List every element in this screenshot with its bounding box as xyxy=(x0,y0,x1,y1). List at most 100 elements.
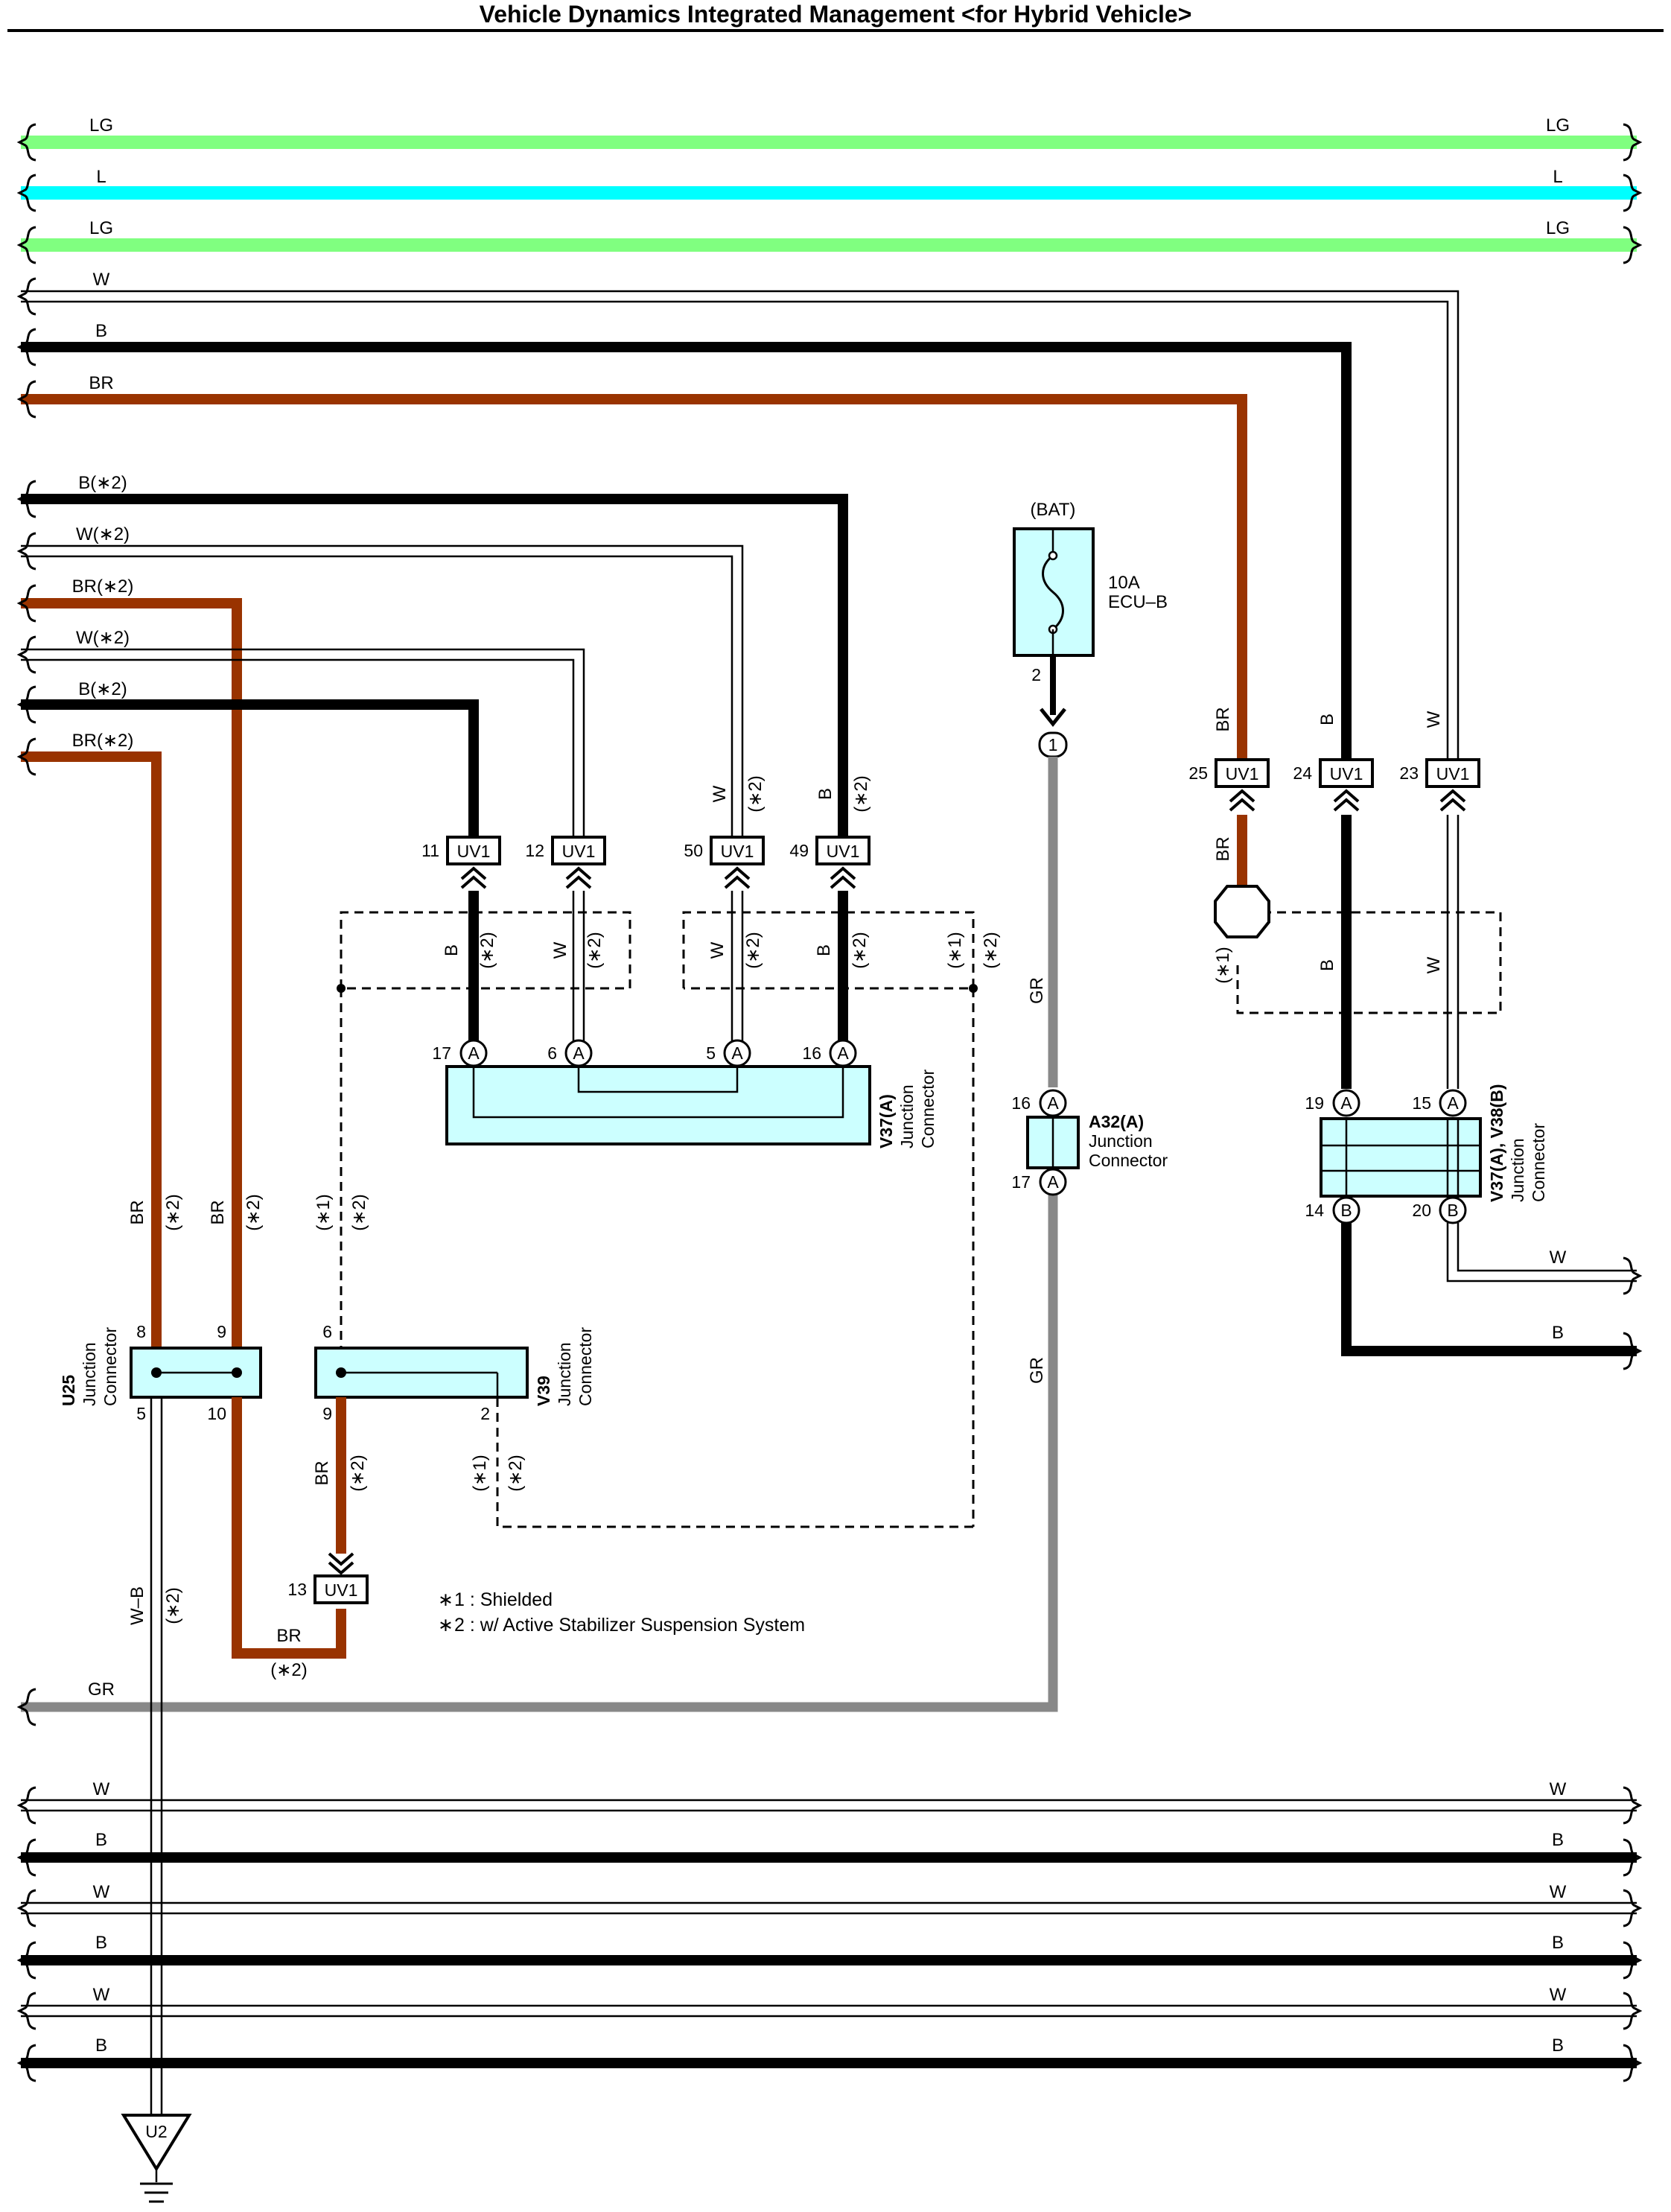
v37a-pin-16: A 16 xyxy=(802,1039,857,1067)
wire-w-top-a xyxy=(21,290,1460,784)
label-w-bot-1: W xyxy=(93,1779,110,1799)
label-l-left: L xyxy=(96,167,106,187)
label-lg-right-1: LG xyxy=(1546,115,1570,136)
wire-w-right-out-a xyxy=(1446,1223,1637,1283)
svg-text:A: A xyxy=(573,1043,585,1063)
label-w-v37-6: W xyxy=(550,941,570,959)
svg-text:UV1: UV1 xyxy=(325,1580,358,1600)
label-b-bot-r-3: B xyxy=(1552,2035,1564,2056)
uv1-pin-23: UV1 23 xyxy=(1399,758,1480,788)
ground-label: U2 xyxy=(145,2122,167,2141)
svg-text:15: 15 xyxy=(1412,1093,1431,1113)
svg-text:6: 6 xyxy=(322,1322,332,1341)
legend: ∗ 1 : Shielded ∗ 2 : w/ Active Stabilize… xyxy=(438,1589,805,1636)
fuse-ecu-b: (BAT) 10A ECU–B 2 1 xyxy=(1013,500,1168,758)
svg-text:UV1: UV1 xyxy=(457,842,491,861)
right-shielded-wires xyxy=(1214,815,1460,1089)
svg-text:16: 16 xyxy=(802,1043,821,1063)
label-s2-above-50: (∗2) xyxy=(745,775,766,812)
label-wb: W–B xyxy=(127,1586,147,1625)
uv1-pin-24: UV1 24 xyxy=(1293,758,1374,788)
uv1-pin-13: UV1 13 xyxy=(287,1574,369,1604)
page-title: Vehicle Dynamics Integrated Management <… xyxy=(480,1,1192,28)
svg-text:49: 49 xyxy=(789,841,809,860)
u25-junction-connector: 8 9 5 10 U25 Junction Connector xyxy=(59,1322,262,1423)
wire-br-s2-1 xyxy=(21,598,242,1361)
chevron-uv1-13 xyxy=(328,1552,354,1575)
svg-text:20: 20 xyxy=(1412,1201,1431,1220)
uv1-pin-25: UV1 25 xyxy=(1188,758,1270,788)
bottom-bus xyxy=(18,1786,1641,2082)
top-bus-brackets xyxy=(18,123,1641,419)
svg-text:9: 9 xyxy=(322,1404,332,1423)
wire-w-s2-2b xyxy=(21,658,575,849)
svg-text:2: 2 xyxy=(480,1404,490,1423)
svg-text:A: A xyxy=(1340,1093,1352,1113)
label-s2-v39-2: (∗2) xyxy=(506,1455,526,1491)
label-s2-wb: (∗2) xyxy=(163,1587,183,1624)
label-b-right-out: B xyxy=(1552,1323,1564,1343)
svg-text:UV1: UV1 xyxy=(1330,764,1363,784)
top-bus xyxy=(21,136,1637,784)
label-b-v37-17: B xyxy=(442,944,462,956)
label-s2-u25-9: (∗2) xyxy=(244,1194,264,1230)
svg-text:10: 10 xyxy=(207,1404,226,1423)
v37a-pin-17: A 17 xyxy=(432,1039,488,1067)
label-b-bot-r-1: B xyxy=(1552,1830,1564,1850)
label-br-left: BR xyxy=(89,373,113,393)
svg-text:UV1: UV1 xyxy=(562,842,596,861)
wire-b-s2-1 xyxy=(21,494,848,865)
stabilizer-wires xyxy=(18,480,848,1361)
wire-b-top xyxy=(21,342,1352,760)
v37a-pin-5: A 5 xyxy=(706,1039,751,1067)
label-w-v37-5: W xyxy=(707,941,728,959)
label-w-right-out: W xyxy=(1550,1248,1567,1268)
label-b-bot-2: B xyxy=(95,1933,107,1953)
v37a-desc-1: Junction xyxy=(897,1084,917,1148)
v37-v38-junction-connector: A 19 A 15 B 14 B 20 V37(A), V38(B) Junct… xyxy=(1305,1084,1548,1224)
label-gr-upper: GR xyxy=(1027,977,1047,1004)
svg-text:A: A xyxy=(731,1043,743,1063)
legend-text-1: 1 : Shielded xyxy=(454,1589,553,1610)
shield-boxes xyxy=(337,911,1502,1528)
fuse-pin: 2 xyxy=(1031,665,1041,684)
label-lg-left-2: LG xyxy=(89,218,113,238)
label-s1-v39: (∗1) xyxy=(313,1194,334,1230)
a32a-junction-connector: A 16 A 17 A32(A) Junction Connector xyxy=(1011,1089,1168,1196)
u25-id: U25 xyxy=(59,1375,78,1406)
wire-b-s2-2 xyxy=(21,699,479,865)
v39-junction-connector: 6 9 2 V39 Junction Connector xyxy=(314,1322,595,1423)
label-b-above-24: B xyxy=(1317,714,1337,725)
label-br-u25-9: BR xyxy=(208,1200,228,1224)
label-b-left: B xyxy=(95,321,107,341)
svg-text:A: A xyxy=(1447,1093,1459,1113)
label-b-bot-1: B xyxy=(95,1830,107,1850)
ground-u2: U2 xyxy=(121,2114,192,2203)
svg-text:A: A xyxy=(1047,1093,1059,1113)
svg-text:50: 50 xyxy=(684,841,703,860)
label-b-s2-1: B(∗2) xyxy=(78,473,127,493)
label-b-bot-r-2: B xyxy=(1552,1933,1564,1953)
fuse-rating: 10A xyxy=(1108,573,1140,593)
svg-text:UV1: UV1 xyxy=(721,842,754,861)
wire-w-right-out-b xyxy=(1457,1223,1637,1272)
svg-text:UV1: UV1 xyxy=(1436,764,1470,784)
label-s1-v39-2: (∗1) xyxy=(470,1455,490,1491)
wire-b-right-out xyxy=(1341,1223,1637,1356)
label-s2-shield: (∗2) xyxy=(981,932,1001,968)
svg-text:8: 8 xyxy=(136,1322,146,1341)
label-w-bot-r-2: W xyxy=(1550,1882,1567,1902)
svg-text:23: 23 xyxy=(1399,763,1419,783)
label-br-s2-1: BR(∗2) xyxy=(72,576,134,597)
wire-gr-2 xyxy=(21,1192,1058,1712)
label-w-above-23: W xyxy=(1424,711,1444,728)
svg-text:11: 11 xyxy=(421,841,439,860)
label-s2-v39-9: (∗2) xyxy=(348,1455,368,1491)
u25-desc-1: Junction xyxy=(80,1342,99,1406)
label-b-bot-3: B xyxy=(95,2035,107,2056)
label-b-right-shield: B xyxy=(1317,959,1337,971)
wire-br-u25-10 xyxy=(232,1397,346,1659)
svg-text:16: 16 xyxy=(1011,1093,1031,1113)
svg-text:A: A xyxy=(837,1043,849,1063)
